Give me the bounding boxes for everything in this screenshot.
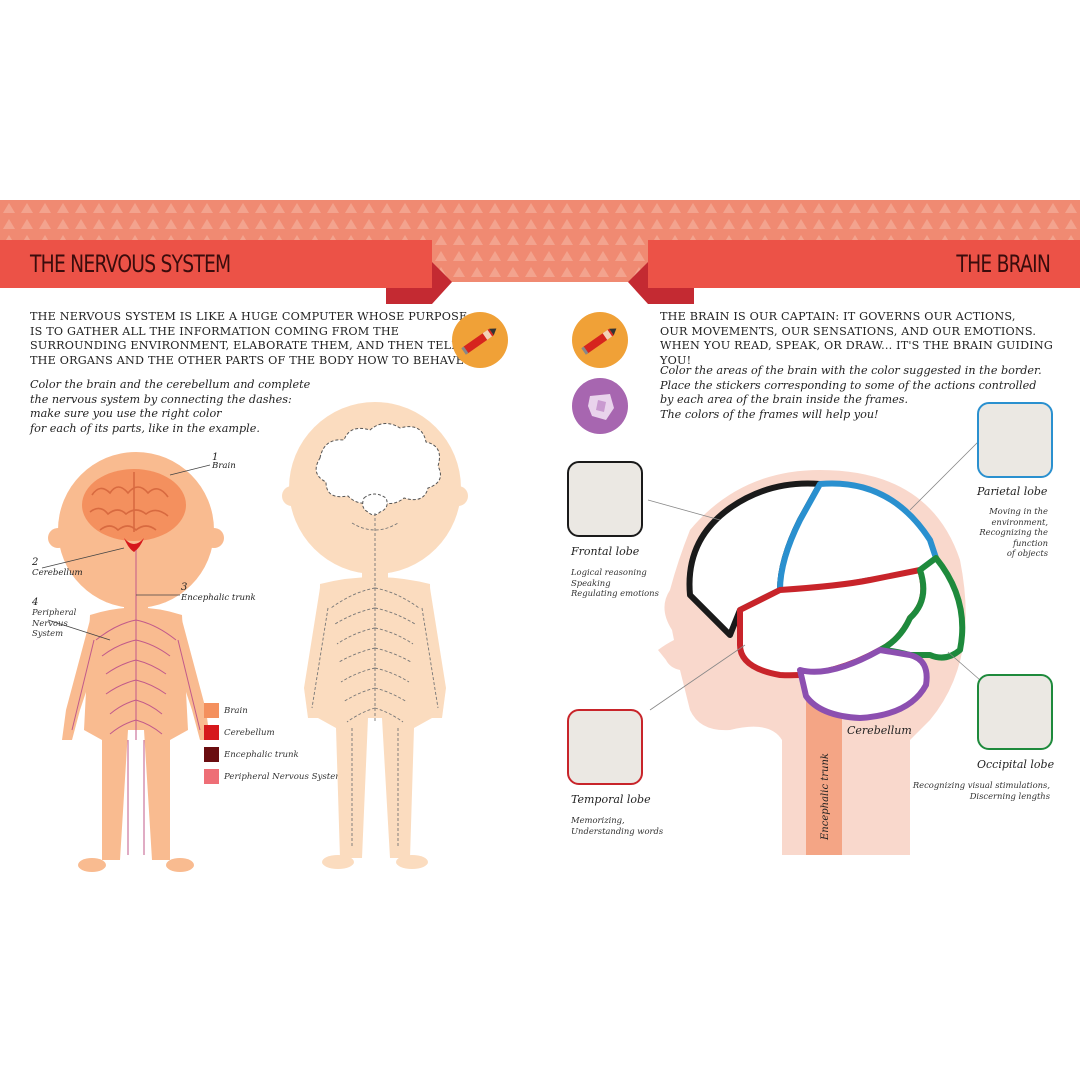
cerebellum-label: Cerebellum xyxy=(847,724,912,737)
label-trunk-number: 3 xyxy=(181,582,188,593)
label-cerebellum-number: 2 xyxy=(32,557,39,568)
legend-item: Encephalic trunk xyxy=(204,747,343,762)
left-foot xyxy=(78,858,106,872)
temporal-lobe-name: Temporal lobe xyxy=(571,793,651,806)
occipital-lobe-desc: Recognizing visual stimulations, Discern… xyxy=(912,780,1050,801)
encephalic-trunk-label: Encephalic trunk xyxy=(820,753,831,840)
legend-item: Peripheral Nervous System xyxy=(204,769,343,784)
left-instructions: Color the brain and the cerebellum and c… xyxy=(30,378,311,435)
ribbon-right xyxy=(648,240,1080,288)
parietal-lobe-sticker-frame[interactable] xyxy=(977,402,1053,478)
occipital-lobe-sticker-frame[interactable] xyxy=(977,674,1053,750)
temporal-lobe-desc: Memorizing, Understanding words xyxy=(571,815,664,836)
sticker-icon xyxy=(572,378,628,434)
label-trunk: Encephalic trunk xyxy=(181,593,256,603)
label-cerebellum: Cerebellum xyxy=(32,568,83,578)
nervous-system-blank-figure xyxy=(282,402,468,869)
legend-swatch-cerebellum xyxy=(204,725,219,740)
label-brain-number: 1 xyxy=(212,452,219,463)
page-title-left: THE NERVOUS SYSTEM xyxy=(30,250,231,278)
cerebellum-outline xyxy=(797,647,930,721)
right-ear xyxy=(204,528,224,548)
pencil-icon xyxy=(572,312,628,368)
label-pns-number: 4 xyxy=(32,597,39,608)
right-arm xyxy=(172,620,210,740)
occipital-lobe-name: Occipital lobe xyxy=(977,758,1055,771)
ribbon-left xyxy=(0,240,432,288)
frontal-lobe-desc: Logical reasoning Speaking Regulating em… xyxy=(571,567,659,598)
pencil-icon xyxy=(452,312,508,368)
right-intro: THE BRAIN IS OUR CAPTAIN: IT GOVERNS OUR… xyxy=(660,310,1054,367)
cerebellum-outline xyxy=(362,493,388,516)
ribbon-fold-right xyxy=(628,262,694,304)
ribbon-fold-left xyxy=(386,262,452,304)
left-ear xyxy=(48,528,68,548)
label-pns: Peripheral Nervous System xyxy=(32,607,77,638)
parietal-lobe-name: Parietal lobe xyxy=(977,485,1048,498)
right-foot xyxy=(166,858,194,872)
peripheral-nerves xyxy=(71,550,201,855)
torso-and-legs xyxy=(84,607,188,860)
legend: Brain Cerebellum Encephalic trunk Periph… xyxy=(204,703,343,784)
nervous-system-example-figure xyxy=(41,452,224,872)
page-title-right: THE BRAIN xyxy=(956,250,1050,278)
frontal-lobe-name: Frontal lobe xyxy=(571,545,640,558)
temporal-lobe-sticker-frame[interactable] xyxy=(567,709,643,785)
legend-swatch-brain xyxy=(204,703,219,718)
legend-item: Cerebellum xyxy=(204,725,343,740)
frontal-lobe-sticker-frame[interactable] xyxy=(567,461,643,537)
parietal-lobe-desc: Moving in the environment, Recognizing t… xyxy=(979,506,1048,558)
left-intro: THE NERVOUS SYSTEM IS LIKE A HUGE COMPUT… xyxy=(30,310,468,367)
label-brain: Brain xyxy=(212,461,236,471)
brain-outline xyxy=(315,423,441,504)
brain-colored xyxy=(82,469,186,541)
legend-swatch-trunk xyxy=(204,747,219,762)
brain-lobes-diagram xyxy=(647,440,981,855)
cerebellum-colored xyxy=(124,538,144,552)
legend-item: Brain xyxy=(204,703,343,718)
right-instructions: Color the areas of the brain with the co… xyxy=(660,364,1042,421)
legend-swatch-pns xyxy=(204,769,219,784)
left-arm xyxy=(62,620,100,740)
